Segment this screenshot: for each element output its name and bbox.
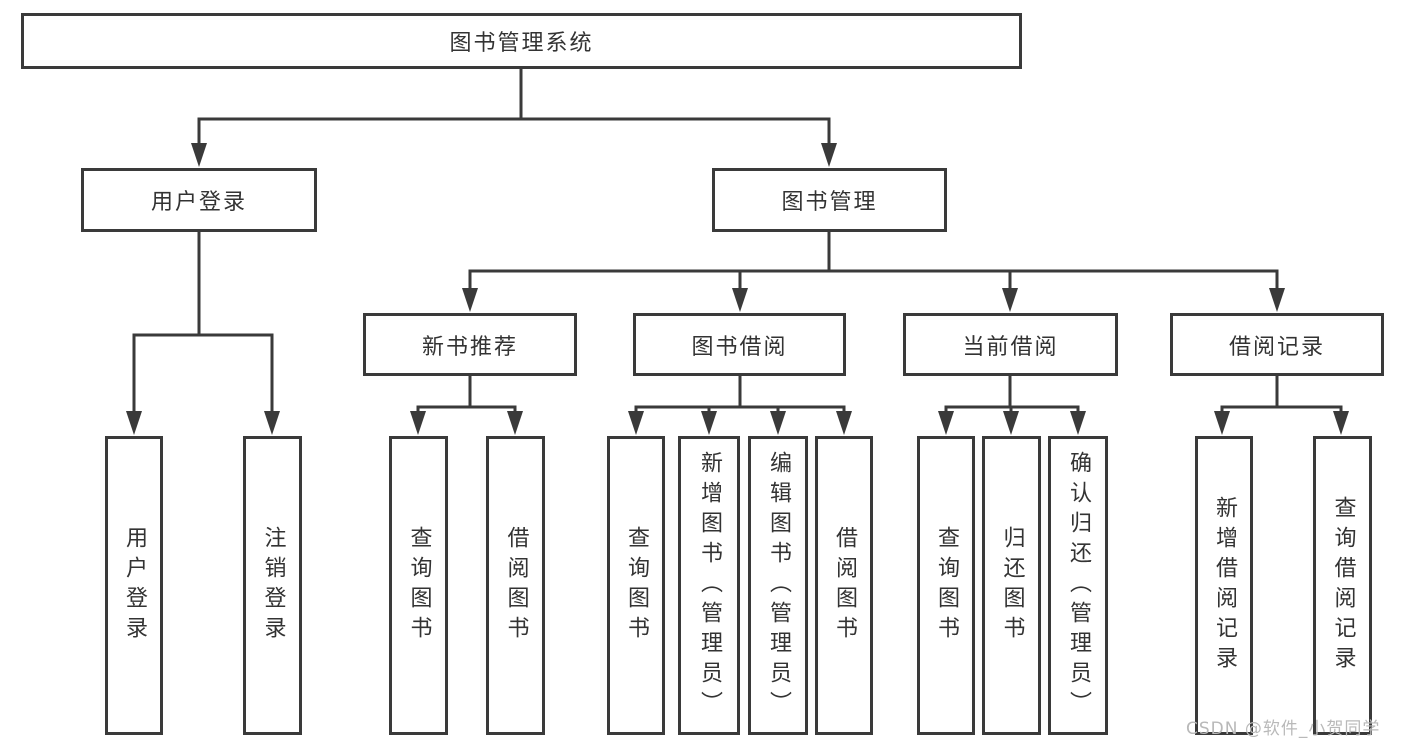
leaf-label: 注销登录 [260, 525, 286, 646]
arrow-icon [770, 411, 786, 435]
leaf-label: 查询图书 [624, 525, 649, 646]
node-user-login: 用户登录 [81, 168, 317, 232]
arrow-icon [191, 143, 207, 167]
node-label: 借阅记录 [1228, 334, 1325, 360]
arrow-icon [1070, 411, 1086, 435]
leaf-query-books-current: 查询图书 [917, 436, 975, 735]
arrow-icon [1269, 288, 1285, 312]
arrow-icon [1333, 411, 1349, 435]
node-borrow-record: 借阅记录 [1170, 313, 1384, 376]
arrow-icon [462, 288, 478, 312]
leaf-logout: 注销登录 [243, 436, 302, 735]
leaf-edit-books-admin: 编辑图书（管理员） [748, 436, 808, 735]
leaf-label: 查询借阅记录 [1330, 495, 1356, 676]
leaf-label: 查询图书 [406, 525, 432, 646]
node-label: 图书借阅 [691, 334, 788, 360]
leaf-label: 归还图书 [999, 525, 1025, 646]
leaf-label: 新增借阅记录 [1212, 495, 1237, 676]
arrowheads [126, 143, 1349, 435]
node-book-management: 图书管理 [712, 168, 947, 232]
arrow-icon [1214, 411, 1230, 435]
leaf-label: 确认归还（管理员） [1066, 450, 1091, 721]
arrow-icon [701, 411, 717, 435]
arrow-icon [732, 288, 748, 312]
node-label: 图书管理系统 [449, 31, 594, 56]
node-label: 图书管理 [781, 190, 878, 215]
node-book-borrow: 图书借阅 [633, 313, 846, 376]
node-label: 新书推荐 [421, 334, 518, 360]
arrow-icon [938, 411, 954, 435]
arrow-icon [264, 411, 280, 435]
leaf-query-books-borrow: 查询图书 [607, 436, 665, 735]
arrow-icon [410, 411, 426, 435]
node-library-management-system: 图书管理系统 [21, 13, 1022, 69]
node-new-book-recommend: 新书推荐 [363, 313, 577, 376]
node-label: 用户登录 [150, 190, 247, 215]
node-current-borrow: 当前借阅 [903, 313, 1118, 376]
arrow-icon [1002, 288, 1018, 312]
leaf-query-books-recommend: 查询图书 [389, 436, 448, 735]
leaf-add-borrow-record: 新增借阅记录 [1195, 436, 1253, 735]
arrow-icon [628, 411, 644, 435]
leaf-label: 新增图书（管理员） [697, 450, 722, 721]
leaf-label: 借阅图书 [503, 525, 529, 646]
leaf-user-login: 用户登录 [105, 436, 163, 735]
arrow-icon [836, 411, 852, 435]
arrow-icon [126, 411, 142, 435]
leaf-return-books: 归还图书 [982, 436, 1041, 735]
leaf-borrow-books-recommend: 借阅图书 [486, 436, 545, 735]
arrow-icon [1003, 411, 1019, 435]
arrow-icon [507, 411, 523, 435]
leaf-query-borrow-record: 查询借阅记录 [1313, 436, 1372, 735]
leaf-confirm-return-admin: 确认归还（管理员） [1048, 436, 1108, 735]
leaf-label: 查询图书 [934, 525, 959, 646]
node-label: 当前借阅 [962, 334, 1059, 360]
csdn-watermark: CSDN @软件_小贺同学 [1186, 719, 1381, 739]
leaf-add-books-admin: 新增图书（管理员） [678, 436, 740, 735]
leaf-label: 用户登录 [122, 525, 147, 646]
leaf-label: 借阅图书 [832, 525, 857, 646]
arrow-icon [821, 143, 837, 167]
leaf-borrow-books: 借阅图书 [815, 436, 873, 735]
leaf-label: 编辑图书（管理员） [766, 450, 791, 721]
